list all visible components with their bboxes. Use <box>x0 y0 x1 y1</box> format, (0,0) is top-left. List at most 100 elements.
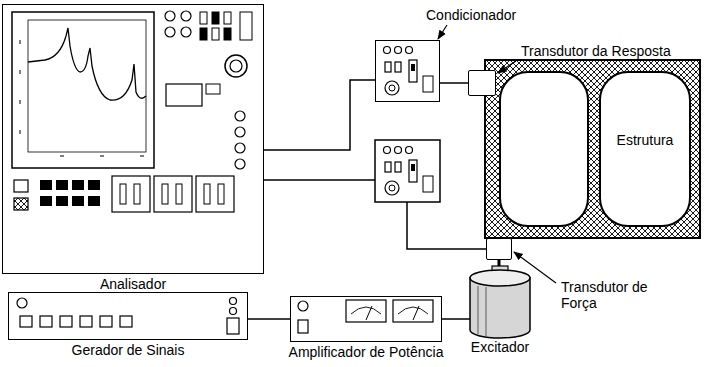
analyzer-art <box>206 84 220 94</box>
exciter-art <box>478 286 486 336</box>
generator-art <box>100 316 112 327</box>
generator-art <box>80 316 92 327</box>
analyzer-art <box>88 180 100 190</box>
analyzer-art <box>56 196 68 206</box>
amplifier-art <box>366 306 419 320</box>
analyzer-art <box>72 196 84 206</box>
device-label: Estrutura <box>600 132 690 148</box>
device-label: Transdutor da Resposta <box>521 43 671 59</box>
analyzer-art <box>212 28 219 40</box>
analyzer-art <box>235 127 245 137</box>
analyzer-art <box>20 40 144 156</box>
generator-art <box>60 316 72 327</box>
analyzer: Analisador <box>2 4 264 274</box>
analyzer-art <box>134 184 140 204</box>
analyzer-art <box>200 28 207 40</box>
generator-art <box>227 318 239 334</box>
leader-arrows <box>498 61 516 73</box>
amplifier-art <box>346 300 386 322</box>
generator-art <box>40 316 52 327</box>
analyzer-art <box>56 180 68 190</box>
analyzer-art <box>212 12 219 24</box>
conditioner-faces <box>384 147 434 196</box>
response-transducer: Transdutor da Resposta <box>468 70 496 96</box>
conditioner-faces <box>375 47 440 203</box>
analyzer-art <box>120 184 126 204</box>
generator-art <box>20 316 32 327</box>
device-label: Excitador <box>471 339 529 355</box>
leader-arrows <box>514 252 556 283</box>
exciter-art <box>470 270 530 286</box>
analyzer-art <box>218 184 224 204</box>
device-label: Gerador de Sinais <box>72 342 185 358</box>
test-structure-art <box>600 72 690 226</box>
analyzer-art <box>12 12 154 168</box>
generator-art <box>120 316 132 327</box>
device-label: Amplificador de Potência <box>289 344 444 360</box>
cable <box>440 82 468 84</box>
analyzer-art <box>225 55 247 77</box>
device-label: Transdutor de Força <box>561 279 661 311</box>
analyzer-art <box>235 159 245 169</box>
test-structure: Estrutura <box>485 60 700 238</box>
analyzer-art <box>112 176 150 212</box>
test-structure-art <box>485 60 700 238</box>
signal-generator: Gerador de Sinais <box>8 292 248 340</box>
conditioner-faces <box>375 140 440 202</box>
analyzer-art <box>40 196 52 206</box>
analyzer-art <box>12 11 252 212</box>
analyzer-art <box>14 198 28 210</box>
leader-arrows <box>438 25 447 39</box>
analyzer-art <box>165 11 175 21</box>
cable <box>498 260 501 266</box>
analyzer-art <box>224 12 231 24</box>
analyzer-art <box>181 11 191 21</box>
force-transducer: Transdutor de Força <box>486 238 512 260</box>
test-structure-art <box>500 72 588 226</box>
generator-art <box>230 298 237 305</box>
generator-art <box>17 298 239 335</box>
analyzer-art <box>204 184 210 204</box>
cable <box>264 80 375 150</box>
analyzer-art <box>240 12 252 40</box>
analyzer-art <box>40 180 52 190</box>
analyzer-art <box>200 12 207 24</box>
analyzer-art <box>28 20 146 152</box>
analyzer-art <box>72 180 84 190</box>
signal-conditioner: Condicionador <box>375 40 440 102</box>
layout-wires <box>264 179 375 181</box>
leader-arrows <box>438 25 556 283</box>
analyzer-art <box>28 28 146 100</box>
amplifier-art <box>298 300 433 333</box>
power-amplifier: Amplificador de Potência <box>290 296 442 342</box>
analyzer-art <box>235 111 245 121</box>
test-structure-art <box>485 60 700 238</box>
exciter-art <box>470 266 530 338</box>
analyzer-art <box>165 27 175 37</box>
layout-wires <box>264 180 486 249</box>
device-label: Condicionador <box>426 7 516 23</box>
analyzer-art <box>88 196 100 206</box>
exciter: Excitador <box>470 266 530 338</box>
analyzer-art <box>181 27 191 37</box>
exciter-art <box>470 278 530 338</box>
device-label: Analisador <box>100 276 166 292</box>
analyzer-art <box>166 84 202 106</box>
conditioner-faces <box>384 47 434 96</box>
layout-wires <box>407 202 486 249</box>
analyzer-art <box>235 143 245 153</box>
analyzer-art <box>224 28 231 40</box>
amplifier-art <box>393 300 433 322</box>
generator-art <box>17 298 27 308</box>
analyzer-art <box>154 176 192 212</box>
analyzer-art <box>162 184 168 204</box>
cable <box>248 318 290 320</box>
analyzer-art <box>230 60 242 72</box>
generator-art <box>230 308 237 315</box>
amplifier-art <box>298 320 308 333</box>
amplifier-art <box>298 301 308 311</box>
analyzer-art <box>176 184 182 204</box>
analyzer-art <box>196 176 234 212</box>
analyzer-art <box>14 180 28 192</box>
